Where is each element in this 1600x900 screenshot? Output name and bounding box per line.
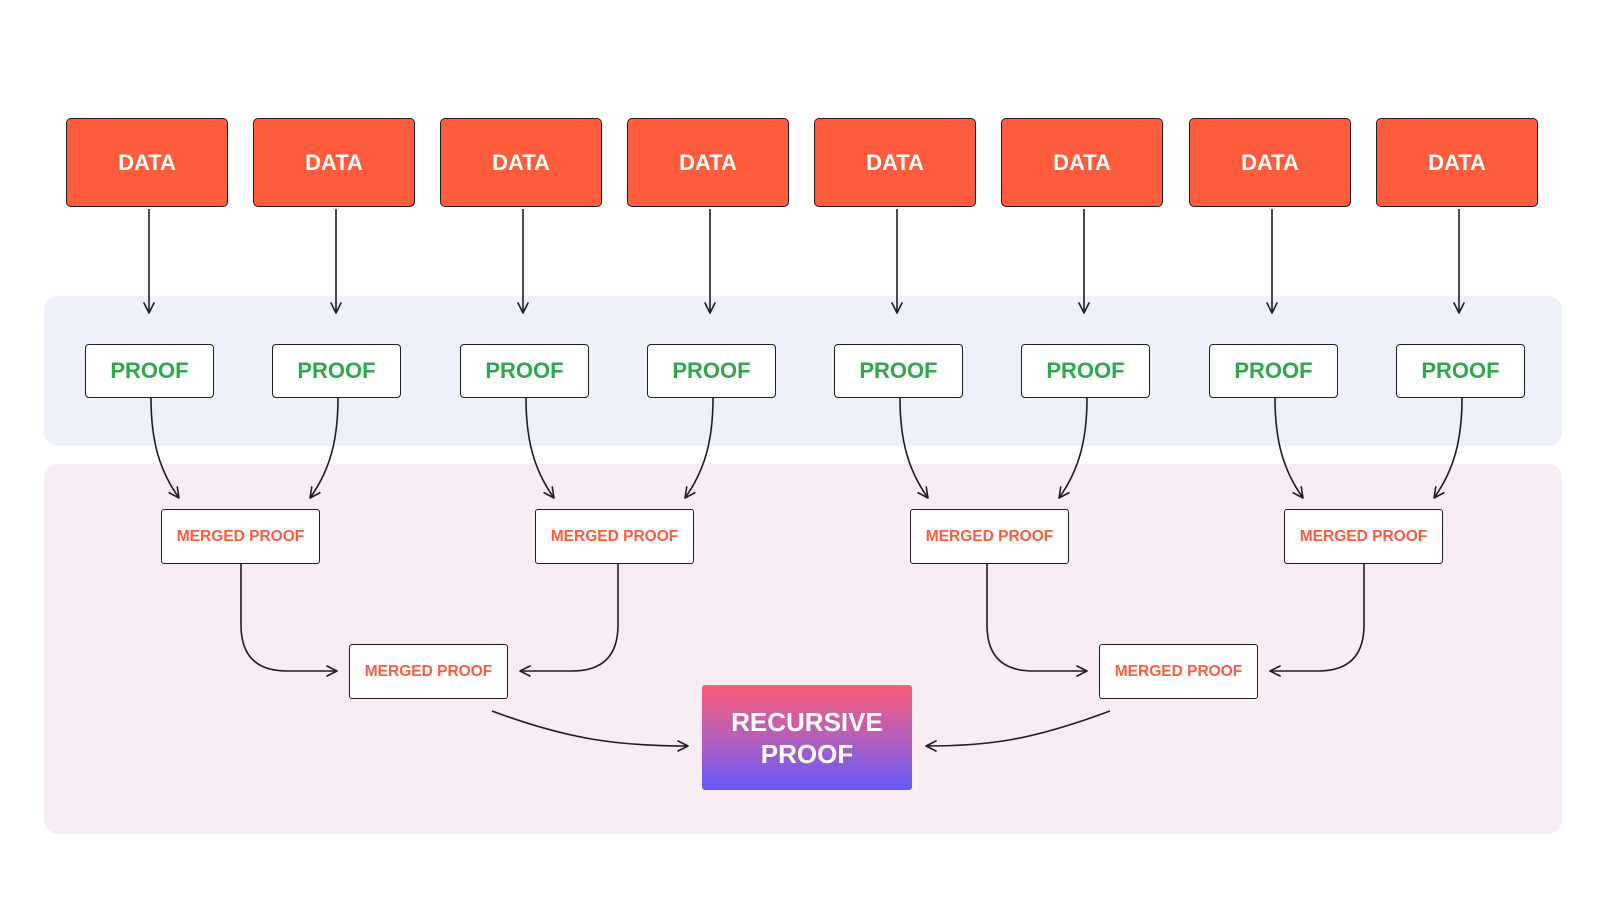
data-label: DATA: [1428, 149, 1486, 175]
merged-proof-box-level1-1: MERGED PROOF: [161, 509, 320, 564]
recursive-proof-box: RECURSIVE PROOF: [702, 685, 912, 790]
merged-proof-box-level2-2: MERGED PROOF: [1099, 644, 1258, 699]
proof-to-merged-arrow-14: [1058, 397, 1088, 499]
merged-to-merged-arrow-20: [1269, 564, 1365, 677]
proof-box-8: PROOF: [1396, 344, 1525, 398]
proof-box-2: PROOF: [272, 344, 401, 398]
proof-box-6: PROOF: [1021, 344, 1150, 398]
proof-label: PROOF: [859, 358, 938, 383]
merged-proof-label: MERGED PROOF: [176, 527, 305, 545]
proof-to-merged-arrow-9: [150, 397, 180, 499]
data-box-6: DATA: [1001, 118, 1163, 207]
data-box-3: DATA: [440, 118, 602, 207]
data-box-8: DATA: [1376, 118, 1538, 207]
merged-proof-box-level1-3: MERGED PROOF: [910, 509, 1069, 564]
recursive-proof-label: RECURSIVE PROOF: [731, 706, 883, 769]
merged-proof-label: MERGED PROOF: [364, 662, 493, 680]
data-label: DATA: [679, 149, 737, 175]
merged-proof-label: MERGED PROOF: [1114, 662, 1243, 680]
proof-label: PROOF: [110, 358, 189, 383]
merged-proof-box-level1-2: MERGED PROOF: [535, 509, 694, 564]
proof-to-merged-arrow-16: [1433, 397, 1463, 499]
merged-to-merged-arrow-17: [240, 564, 338, 677]
data-box-5: DATA: [814, 118, 976, 207]
data-box-4: DATA: [627, 118, 789, 207]
proof-box-5: PROOF: [834, 344, 963, 398]
data-label: DATA: [492, 149, 550, 175]
proof-label: PROOF: [1234, 358, 1313, 383]
merged-proof-label: MERGED PROOF: [925, 527, 1054, 545]
merged-to-recursive-arrow-21: [491, 710, 689, 752]
data-box-1: DATA: [66, 118, 228, 207]
merged-to-merged-arrow-18: [519, 564, 619, 677]
proof-box-1: PROOF: [85, 344, 214, 398]
merged-to-recursive-arrow-22: [925, 710, 1111, 752]
merged-proof-label: MERGED PROOF: [1299, 527, 1428, 545]
data-box-7: DATA: [1189, 118, 1351, 207]
proof-to-merged-arrow-13: [899, 397, 929, 499]
proof-label: PROOF: [297, 358, 376, 383]
merged-proof-box-level2-1: MERGED PROOF: [349, 644, 508, 699]
proof-to-merged-arrow-15: [1274, 397, 1304, 499]
proof-label: PROOF: [1421, 358, 1500, 383]
merged-proof-label: MERGED PROOF: [550, 527, 679, 545]
proof-to-merged-arrow-11: [525, 397, 555, 499]
merged-to-merged-arrow-19: [986, 564, 1088, 677]
proof-box-7: PROOF: [1209, 344, 1338, 398]
proof-to-merged-arrow-12: [684, 397, 714, 499]
data-label: DATA: [305, 149, 363, 175]
proof-label: PROOF: [485, 358, 564, 383]
proof-label: PROOF: [1046, 358, 1125, 383]
proof-label: PROOF: [672, 358, 751, 383]
proof-box-4: PROOF: [647, 344, 776, 398]
proof-to-merged-arrow-10: [309, 397, 339, 499]
data-label: DATA: [866, 149, 924, 175]
data-label: DATA: [1053, 149, 1111, 175]
merged-proof-box-level1-4: MERGED PROOF: [1284, 509, 1443, 564]
data-label: DATA: [1241, 149, 1299, 175]
data-label: DATA: [118, 149, 176, 175]
proof-box-3: PROOF: [460, 344, 589, 398]
data-box-2: DATA: [253, 118, 415, 207]
